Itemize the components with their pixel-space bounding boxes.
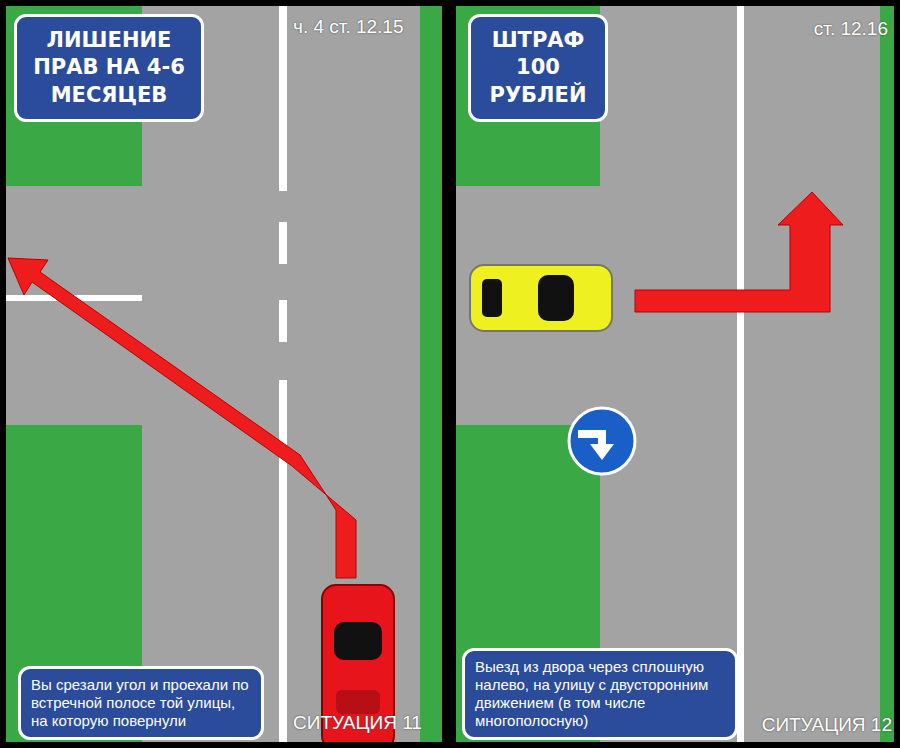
- left-panel: [6, 6, 442, 742]
- direction-sign: [569, 408, 635, 474]
- yellow-car: [470, 265, 612, 331]
- box-text: ЛИШЕНИЕ ПРАВ НА 4-6 МЕСЯЦЕВ: [27, 27, 191, 109]
- box-text: Вы срезали угол и проехали по встречной …: [31, 676, 251, 730]
- article-number: ч. 4 ст. 12.15: [293, 16, 404, 38]
- box-text: Выезд из двора через сплошную налево, на…: [475, 658, 725, 730]
- situation-number: СИТУАЦИЯ 12: [762, 714, 892, 736]
- right-panel: [456, 6, 894, 742]
- situation-box: Вы срезали угол и проехали по встречной …: [18, 666, 264, 740]
- situation-box: Выезд из двора через сплошную налево, на…: [462, 648, 738, 740]
- situation-number: СИТУАЦИЯ 11: [293, 712, 422, 734]
- article-number: ст. 12.16: [814, 18, 888, 40]
- penalty-box: ЛИШЕНИЕ ПРАВ НА 4-6 МЕСЯЦЕВ: [14, 14, 204, 122]
- box-text: ШТРАФ 100 РУБЛЕЙ: [481, 27, 595, 109]
- penalty-box: ШТРАФ 100 РУБЛЕЙ: [468, 14, 608, 122]
